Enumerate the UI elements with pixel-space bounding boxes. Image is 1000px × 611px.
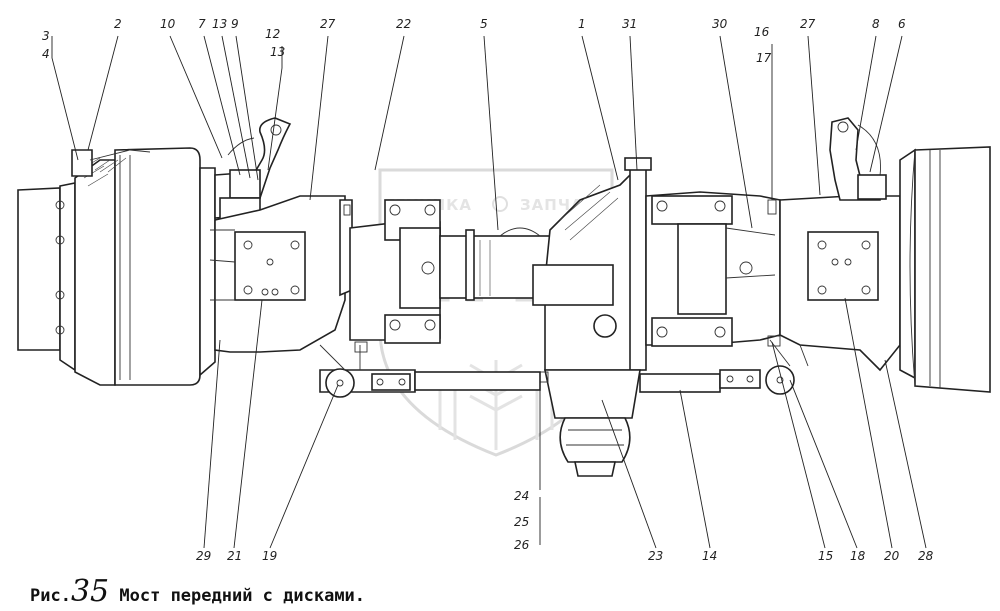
callout-26: 26: [514, 538, 530, 552]
callout-31: 31: [622, 17, 637, 31]
axle-housing-left: [349, 199, 441, 344]
axle-tube: [439, 227, 551, 301]
callout-18: 18: [850, 549, 866, 563]
callout-22: 22: [396, 17, 411, 31]
callout-8: 8: [872, 17, 880, 31]
callout-30: 30: [712, 17, 728, 31]
axle-housing-right: [645, 191, 781, 347]
callout-24: 24: [514, 489, 529, 503]
callout-6: 6: [898, 17, 906, 31]
callout-23: 23: [648, 549, 663, 563]
gear-icon: [492, 196, 508, 212]
callout-25: 25: [514, 515, 529, 529]
callout-12: 12: [265, 27, 280, 41]
callout-13-top-right: 13: [270, 45, 285, 59]
left-knuckle: [209, 117, 353, 353]
callout-21: 21: [227, 549, 242, 563]
callout-7: 7: [198, 17, 206, 31]
callout-17: 17: [756, 51, 772, 65]
caption-prefix: Рис.: [30, 586, 71, 606]
left-wheel-hub: [17, 147, 216, 386]
callout-28: 28: [918, 549, 934, 563]
callout-20: 20: [884, 549, 900, 563]
callout-1: 1: [578, 17, 586, 31]
axle-drawing: ТЕХНИКА ЗАПЧАСТИ ЭПФ: [17, 17, 991, 563]
callout-13-top-left: 13: [212, 17, 227, 31]
callout-27-left: 27: [320, 17, 336, 31]
leader-lines: [51, 35, 927, 549]
callout-10: 10: [160, 17, 176, 31]
callout-27-right: 27: [800, 17, 816, 31]
differential-carrier: [532, 157, 652, 477]
right-wheel-drum: [899, 146, 991, 393]
callout-3: 3: [42, 29, 50, 43]
right-knuckle: [779, 117, 901, 372]
callout-14: 14: [702, 549, 717, 563]
callout-19: 19: [262, 549, 277, 563]
caption-text: Мост передний с дисками.: [119, 586, 366, 606]
callout-29: 29: [196, 549, 211, 563]
callout-9: 9: [231, 17, 239, 31]
callout-4: 4: [42, 47, 50, 61]
callout-2: 2: [114, 17, 122, 31]
tie-rod: [319, 335, 809, 398]
figure-caption: Рис.35 Мост передний с дисками.: [30, 574, 365, 609]
callout-5: 5: [480, 17, 488, 31]
caption-figure-number: 35: [70, 574, 110, 609]
callout-labels: 3 4 2 10 7 13 9 12 13 27 22 5 1 31 30 16…: [42, 17, 934, 563]
callout-16: 16: [754, 25, 770, 39]
callout-15: 15: [818, 549, 833, 563]
